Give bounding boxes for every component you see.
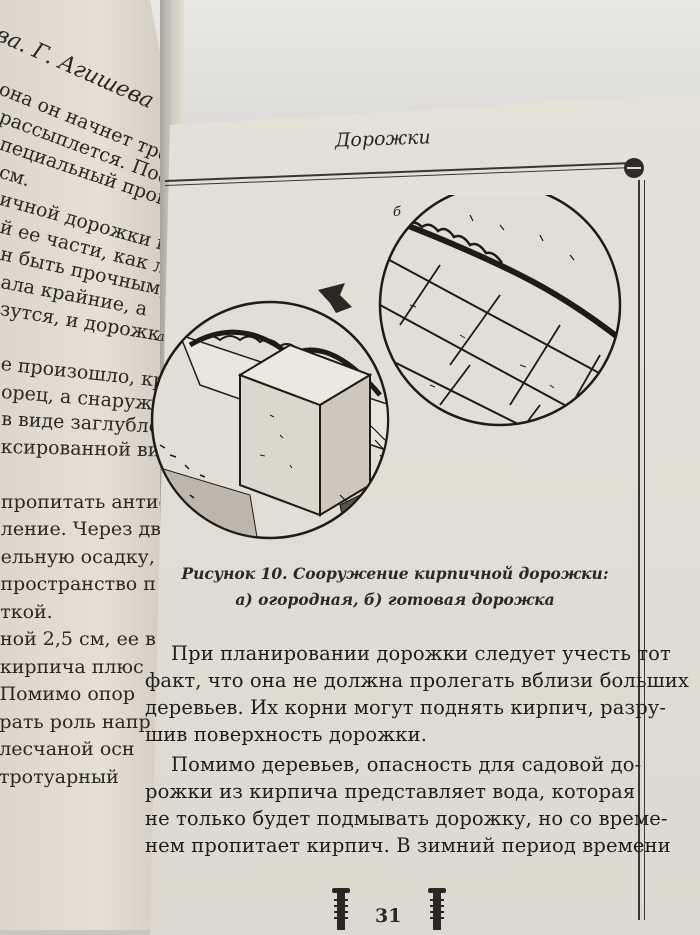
left-page-line: см.: [0, 160, 34, 191]
left-page-line: рать роль напр: [0, 710, 151, 733]
footer-ornament: [332, 888, 446, 930]
body-line: не только будет подмывать дорожку, но со…: [145, 807, 668, 830]
screw-ornament-icon: [624, 158, 644, 178]
left-page-line: ление. Через два: [0, 518, 173, 540]
left-page-line: лесчаной осн: [0, 738, 135, 760]
figure-label-b: б: [393, 205, 401, 220]
figure-label-a: а: [157, 330, 165, 345]
left-page-line: Помимо опор: [0, 683, 136, 705]
left-page-line: пропитать антисе: [1, 490, 181, 513]
running-head: Дорожки: [334, 126, 432, 152]
left-page-line: кирпича плюс: [0, 655, 144, 678]
left-page-line: ельную осадку, до: [0, 545, 185, 568]
body-line: рожки из кирпича представляет вода, кото…: [145, 780, 636, 803]
left-page-line: ной 2,5 см, ее в: [0, 628, 156, 650]
figure-caption-line-1: Рисунок 10. Сооружение кирпичной дорожки…: [181, 564, 609, 583]
body-line: При планировании дорожки следует учесть …: [171, 642, 671, 665]
page-number: 31: [375, 905, 402, 927]
body-line: шив поверхность дорожки.: [145, 723, 427, 746]
side-rule-thin: [644, 180, 645, 920]
left-page-line: пространство п: [0, 573, 156, 595]
screw-left-icon: [332, 888, 350, 930]
brick-path-illustration: [150, 195, 622, 540]
figure-a-circle: [150, 300, 390, 540]
figure-b-circle: [378, 195, 622, 427]
figure-caption-line-2: а) огородная, б) готовая дорожка: [235, 590, 555, 609]
side-rule: [638, 180, 640, 920]
body-line: нем пропитает кирпич. В зимний период вр…: [145, 834, 671, 857]
body-line: деревьев. Их корни могут поднять кирпич,…: [145, 696, 667, 719]
body-line: факт, что она не должна пролегать вблизи…: [145, 669, 690, 692]
left-page-line: ткой.: [0, 600, 53, 623]
left-page-line: тротуарный: [0, 765, 119, 788]
transition-arrow-icon: [318, 283, 352, 313]
body-line: Помимо деревьев, опасность для садовой д…: [171, 753, 642, 776]
screw-right-icon: [428, 888, 446, 930]
